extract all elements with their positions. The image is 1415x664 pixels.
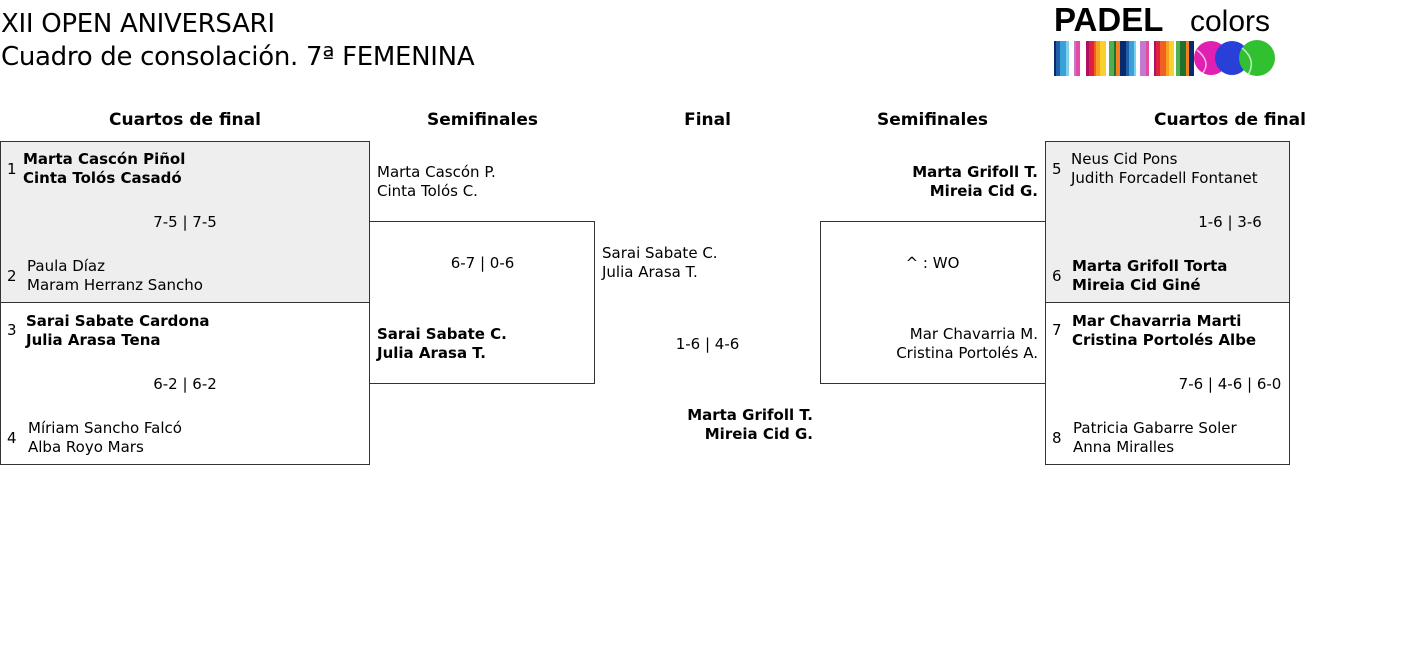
round-title-right-semifinals: Semifinales [877,110,988,130]
logo-ball-green [1239,40,1275,76]
player-name: Marta Grifoll Torta [1072,257,1228,275]
player-name: Cristina Portolés Albe [1072,331,1257,349]
round-title-left-semifinals: Semifinales [427,110,538,130]
page-subtitle: Cuadro de consolación. 7ª FEMENINA [1,42,475,72]
left-qf-match-1 [0,141,370,303]
player-name: Marta Cascón P. [377,163,496,181]
player-name: Marta Grifoll T. [912,163,1038,181]
right-qf-match-2 [1045,302,1290,465]
right-sf-bottom-team: Mar Chavarria M. Cristina Portolés A. [820,325,1038,363]
player-name: Sarai Sabate C. [377,325,507,343]
player-name: Judith Forcadell Fontanet [1071,169,1258,187]
round-title-left-quarterfinals: Cuartos de final [109,110,261,130]
right-qf-match-1 [1045,141,1290,303]
round-title-right-quarterfinals: Cuartos de final [1045,108,1306,132]
round-title-final: Final [684,110,731,130]
player-name: Mar Chavarria M. [909,325,1038,343]
seed-number: 7 [1052,321,1062,339]
seed-number: 1 [7,160,17,178]
left-qf2-bottom-team: Míriam Sancho Falcó Alba Royo Mars [28,419,182,457]
player-name: Marta Cascón Piñol [23,150,186,168]
final-winner-team: Marta Grifoll T. Mireia Cid G. [595,406,813,444]
player-name: Marta Grifoll T. [687,406,813,424]
right-qf1-bottom-team: Marta Grifoll Torta Mireia Cid Giné [1072,257,1227,295]
player-name: Julia Arasa T. [377,344,486,362]
right-qf1-top-team: Neus Cid Pons Judith Forcadell Fontanet [1071,150,1258,188]
player-name: Sarai Sabate C. [602,244,718,262]
player-name: Patricia Gabarre Soler [1073,419,1237,437]
player-name: Míriam Sancho Falcó [28,419,182,437]
logo-ball-blue [1215,41,1249,75]
seed-number: 5 [1052,160,1062,178]
right-qf2-score: 7-6 | 4-6 | 6-0 [1178,375,1282,393]
page-title: XII OPEN ANIVERSARI [1,9,275,39]
right-sf-score: ^ : WO [905,254,960,272]
left-qf1-score: 7-5 | 7-5 [153,213,217,231]
left-qf2-score: 6-2 | 6-2 [153,375,217,393]
player-name: Mar Chavarria Marti [1072,312,1242,330]
player-name: Sarai Sabate Cardona [26,312,210,330]
player-name: Mireia Cid Giné [1072,276,1201,294]
player-name: Julia Arasa T. [602,263,698,281]
padel-colors-logo: PADEL colors [1054,1,1275,76]
player-name: Neus Cid Pons [1071,150,1178,168]
seed-number: 6 [1052,267,1062,285]
left-qf1-top-team: Marta Cascón Piñol Cinta Tolós Casadó [23,150,185,188]
seed-number: 8 [1052,429,1062,447]
right-qf2-top-team: Mar Chavarria Marti Cristina Portolés Al… [1072,312,1256,350]
left-sf-score: 6-7 | 0-6 [450,254,515,272]
player-name: Cinta Tolós C. [377,182,478,200]
player-name: Mireia Cid G. [929,182,1038,200]
final-left-team: Sarai Sabate C. Julia Arasa T. [602,244,718,282]
right-qf1-score: 1-6 | 3-6 [1198,213,1262,231]
logo-word-padel: PADEL [1054,1,1163,38]
left-sf-match [369,221,595,384]
right-sf-top-team: Marta Grifoll T. Mireia Cid G. [820,163,1038,201]
left-qf2-top-team: Sarai Sabate Cardona Julia Arasa Tena [26,312,210,350]
seed-number: 4 [7,429,17,447]
player-name: Cinta Tolós Casadó [23,169,182,187]
player-name: Paula Díaz [27,257,105,275]
player-name: Alba Royo Mars [28,438,144,456]
seed-number: 2 [7,267,17,285]
logo-word-colors: colors [1190,5,1270,38]
seed-number: 3 [7,321,17,339]
final-score: 1-6 | 4-6 [675,335,740,353]
right-qf2-bottom-team: Patricia Gabarre Soler Anna Miralles [1073,419,1237,457]
bracket-page: XII OPEN ANIVERSARI Cuadro de consolació… [0,1,1306,465]
player-name: Maram Herranz Sancho [27,276,203,294]
player-name: Anna Miralles [1073,438,1175,456]
left-qf1-bottom-team: Paula Díaz Maram Herranz Sancho [27,257,203,295]
round-title-right-qf-text: Cuartos de final [1154,110,1306,130]
left-sf-bottom-team: Sarai Sabate C. Julia Arasa T. [377,325,507,363]
player-name: Cristina Portolés A. [896,344,1038,362]
logo-stripes [1054,41,1194,76]
player-name: Julia Arasa Tena [26,331,161,349]
left-sf-top-team: Marta Cascón P. Cinta Tolós C. [377,163,496,201]
player-name: Mireia Cid G. [704,425,813,443]
